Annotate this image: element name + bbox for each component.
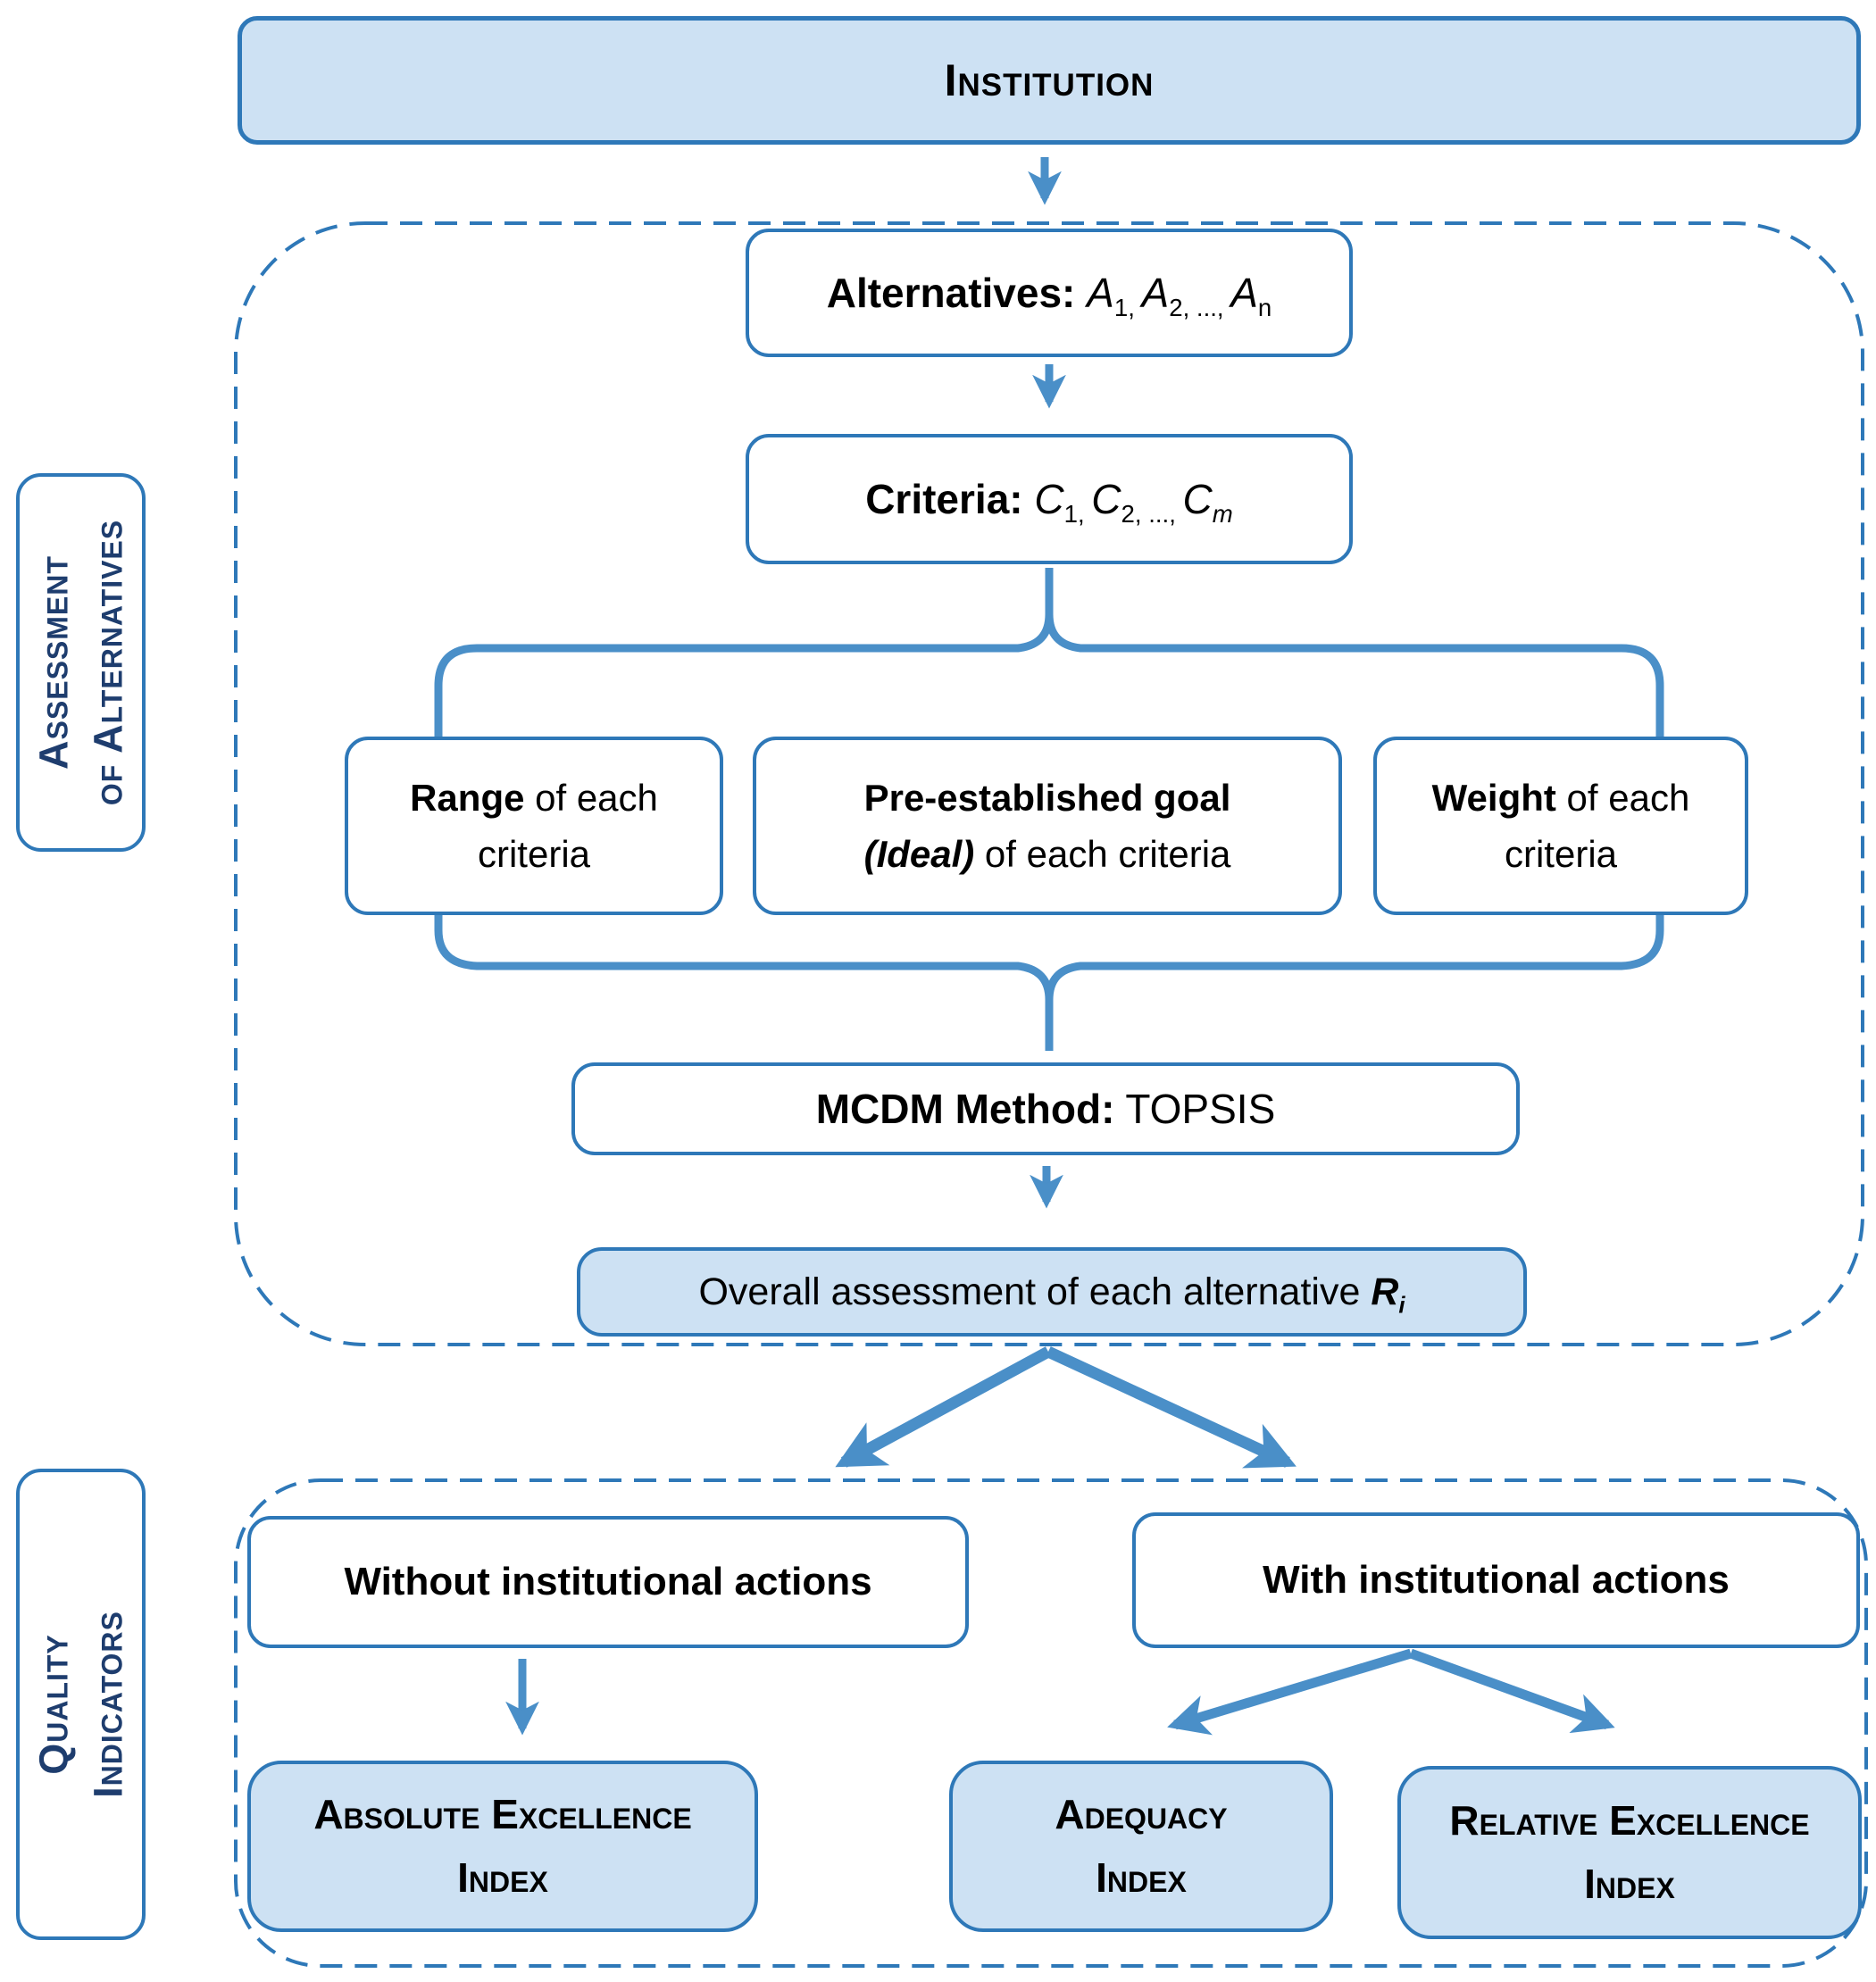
arrow-with-to-adequacy-index (1167, 1648, 1413, 1736)
arrow-overall-to-with (1046, 1346, 1297, 1469)
quality-dashed-container (234, 1478, 1868, 1968)
criteria-box: Criteria: C1, C2, ..., Cm (746, 434, 1353, 564)
preestablished-goal-box: Pre-established goal(Ideal) of each crit… (753, 737, 1342, 915)
range-box: Range of each criteria (345, 737, 723, 915)
overall-assessment-box: Overall assessment of each alternative R… (577, 1247, 1527, 1337)
arrow-with-to-relative-index (1409, 1648, 1615, 1734)
alternatives-box: Alternatives: A1, A2, ..., An (746, 229, 1353, 357)
arrow-overall-to-without (835, 1346, 1052, 1468)
assessment-dashed-container (234, 221, 1864, 1346)
institution-box: Institution (238, 16, 1861, 145)
mcdm-method-box: MCDM Method: TOPSIS (571, 1062, 1520, 1155)
weight-box: Weight of each criteria (1373, 737, 1748, 915)
without-actions-box: Without institutional actions (247, 1516, 969, 1648)
with-actions-box: With institutional actions (1132, 1512, 1860, 1648)
